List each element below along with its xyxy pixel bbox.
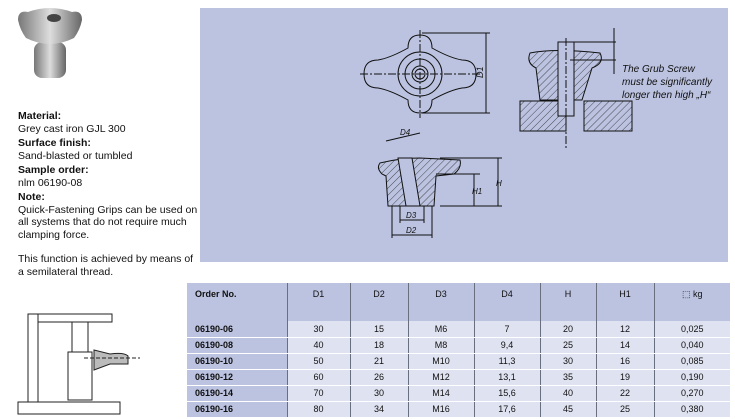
table-cell: 18: [350, 337, 409, 354]
table-cell: 35: [540, 369, 597, 386]
table-cell: 0,270: [654, 385, 730, 402]
table-cell: 25: [596, 401, 655, 418]
table-cell: 06190-06: [187, 321, 288, 338]
table-cell: 0,085: [654, 353, 730, 370]
table-cell: 06190-14: [187, 385, 288, 402]
table-cell: 34: [350, 401, 409, 418]
sample-label: Sample order:: [18, 164, 89, 176]
table-cell: 9,4: [474, 337, 541, 354]
table-cell: 40: [540, 385, 597, 402]
table-cell: 40: [287, 337, 351, 354]
product-photo: [18, 8, 82, 78]
col-h: H: [540, 283, 597, 321]
table-cell: 80: [287, 401, 351, 418]
table-cell: 25: [540, 337, 597, 354]
table-cell: M12: [408, 369, 475, 386]
table-cell: 0,190: [654, 369, 730, 386]
note-text: Quick-Fastening Grips can be used on all…: [18, 203, 198, 241]
table-cell: 16: [596, 353, 655, 370]
table-cell: 06190-10: [187, 353, 288, 370]
table-cell: 0,380: [654, 401, 730, 418]
note-text-2: This function is achieved by means of a …: [18, 253, 194, 278]
table-cell: 06190-16: [187, 401, 288, 418]
table-cell: 60: [287, 369, 351, 386]
d2-label: D2: [406, 226, 417, 235]
col-d2: D2: [350, 283, 409, 321]
table-cell: 14: [596, 337, 655, 354]
col-d3: D3: [408, 283, 475, 321]
table-cell: 06190-08: [187, 337, 288, 354]
col-order-no: Order No.: [187, 283, 288, 321]
note-label: Note:: [18, 191, 45, 203]
table-cell: M6: [408, 321, 475, 338]
d1-label: D1: [475, 66, 485, 78]
d4-label: D4: [400, 128, 411, 137]
table-cell: 11,3: [474, 353, 541, 370]
material-label: Material:: [18, 110, 62, 122]
table-cell: 15: [350, 321, 409, 338]
finish-value: Sand-blasted or tumbled: [18, 149, 133, 162]
dimension-drawing: D1 D3 D2 D4 H H1: [360, 28, 633, 238]
table-cell: M8: [408, 337, 475, 354]
assembly-drawing: [17, 313, 140, 415]
table-header-row: Order No. D1 D2 D3 D4 H H1 ⬚ kg: [187, 283, 730, 321]
table-cell: 21: [350, 353, 409, 370]
table-cell: 70: [287, 385, 351, 402]
table-cell: M14: [408, 385, 475, 402]
table-cell: 19: [596, 369, 655, 386]
table-cell: 06190-12: [187, 369, 288, 386]
table-cell: 30: [350, 385, 409, 402]
col-d1: D1: [287, 283, 351, 321]
col-h1: H1: [596, 283, 655, 321]
note-line: longer then high „H“: [622, 90, 711, 101]
note-line: must be significantly: [622, 77, 713, 88]
note-line: The Grub Screw: [622, 64, 695, 75]
table-cell: 26: [350, 369, 409, 386]
technical-drawing-panel: D1 D3 D2 D4 H H1 The Grub Screw must be …: [200, 8, 728, 262]
dimensions-table: Order No. D1 D2 D3 D4 H H1 ⬚ kg 06190-06…: [187, 283, 730, 418]
material-value: Grey cast iron GJL 300: [18, 122, 126, 135]
table-cell: 50: [287, 353, 351, 370]
finish-label: Surface finish:: [18, 137, 91, 149]
h1-label: H1: [472, 187, 482, 196]
table-cell: 0,040: [654, 337, 730, 354]
col-weight: ⬚ kg: [654, 283, 730, 321]
table-cell: 13,1: [474, 369, 541, 386]
table-cell: 7: [474, 321, 541, 338]
sample-value: nlm 06190-08: [18, 176, 83, 189]
table-cell: 0,025: [654, 321, 730, 338]
table-cell: M10: [408, 353, 475, 370]
grub-screw-note: The Grub Screw must be significantly lon…: [622, 63, 712, 102]
table-cell: M16: [408, 401, 475, 418]
col-d4: D4: [474, 283, 541, 321]
table-cell: 15,6: [474, 385, 541, 402]
table-cell: 30: [540, 353, 597, 370]
table-cell: 17,6: [474, 401, 541, 418]
table-cell: 45: [540, 401, 597, 418]
h-label: H: [496, 179, 502, 188]
table-cell: 12: [596, 321, 655, 338]
d3-label: D3: [406, 211, 417, 220]
table-cell: 22: [596, 385, 655, 402]
product-info: Material: Grey cast iron GJL 300 Surface…: [18, 108, 198, 278]
table-cell: 20: [540, 321, 597, 338]
table-cell: 30: [287, 321, 351, 338]
